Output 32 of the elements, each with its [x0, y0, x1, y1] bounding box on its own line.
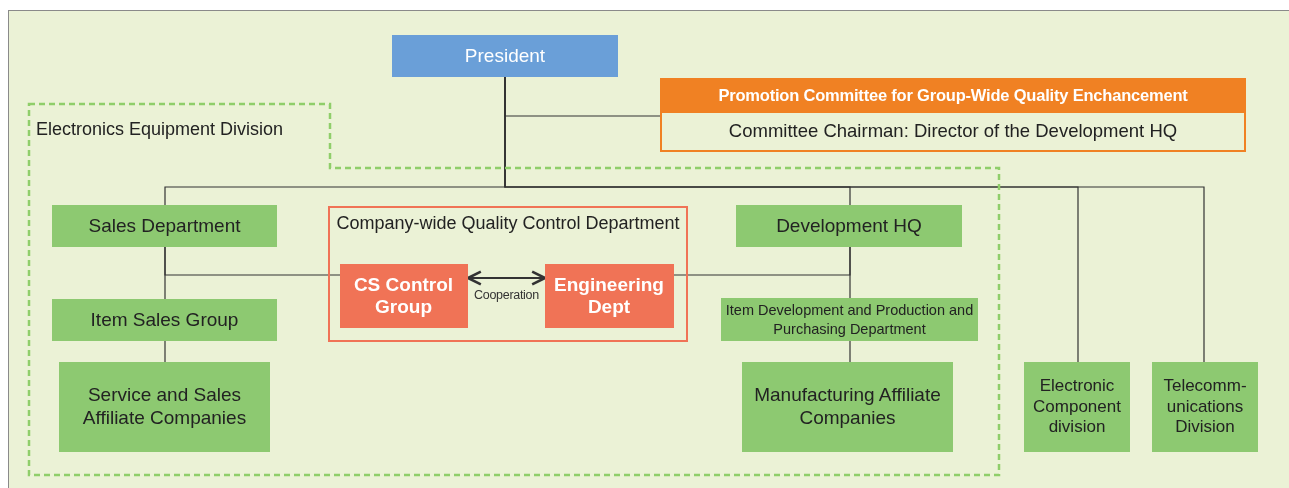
box-text: Engineering Dept	[553, 273, 665, 318]
org-box	[52, 299, 277, 341]
committee-box	[660, 78, 1246, 152]
box-text: Electronic Component division	[1032, 376, 1122, 438]
box-text: President	[464, 44, 546, 68]
org-box	[742, 362, 953, 452]
org-box	[1024, 362, 1130, 452]
committee-chairman-text: Committee Chairman: Director of the Development HQ	[728, 118, 1178, 142]
department-frame	[328, 206, 688, 342]
connector-line	[164, 340, 166, 363]
org-box	[736, 205, 962, 247]
department-title: Company-wide Quality Control Department	[336, 213, 680, 235]
committee-header: Promotion Committee for Group-Wide Quality Enchancement	[662, 80, 1244, 113]
president-box	[392, 35, 618, 77]
box-text: Sales Department	[88, 214, 241, 238]
org-box	[52, 205, 277, 247]
org-box	[1152, 362, 1258, 452]
division-label: Electronics Equipment Division	[36, 119, 284, 141]
box-text: Item Development and Production and Purchasing Department	[724, 301, 975, 338]
org-box	[59, 362, 270, 452]
box-text: Telecomm- unications Division	[1162, 376, 1248, 438]
group-box	[339, 263, 468, 328]
edge-label: Cooperation	[474, 288, 539, 302]
connector-line	[849, 246, 851, 299]
box-text: Service and Sales Affiliate Companies	[81, 384, 248, 430]
box-text: CS Control Group	[352, 273, 455, 318]
box-text: Manufacturing Affiliate Companies	[753, 384, 942, 430]
group-box	[544, 263, 674, 328]
connector-line	[849, 340, 851, 363]
connector-line	[164, 246, 341, 276]
box-text: Item Sales Group	[90, 308, 239, 332]
box-text: Development HQ	[776, 214, 922, 238]
